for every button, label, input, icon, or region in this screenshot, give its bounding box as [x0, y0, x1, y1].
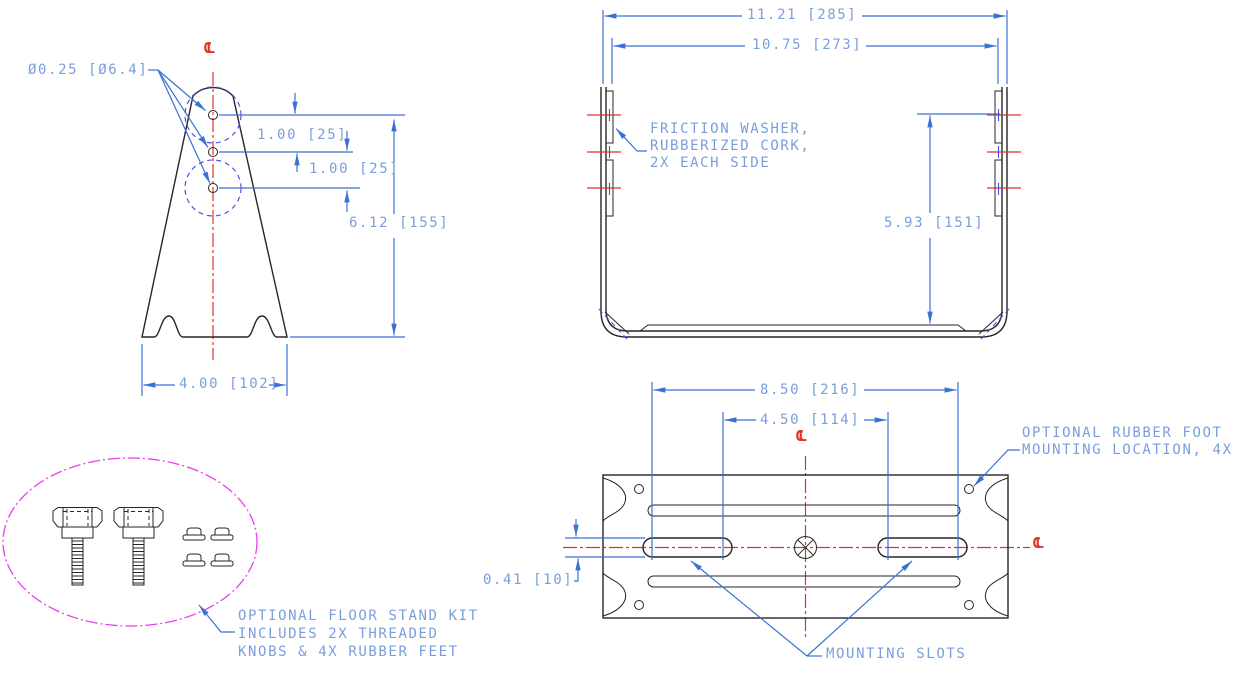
threaded-knob — [113, 507, 164, 586]
bend-phantom — [980, 308, 1010, 340]
slot-span-inner-dim: 4.50 [114] — [760, 412, 861, 428]
threaded-knob — [52, 507, 103, 586]
hole-diameter-leader — [148, 69, 211, 184]
formed-foot-profiles — [602, 477, 1009, 617]
hole-spacing-dim: 1.00 [25] — [309, 161, 400, 177]
top-view-dimension-lines — [565, 382, 959, 582]
front-view — [587, 10, 1021, 340]
channel-bottom-surface — [639, 324, 967, 332]
washer-note-line: 2X EACH SIDE — [650, 155, 771, 171]
centerline-symbol: CL — [203, 39, 215, 57]
bracket-outline — [141, 86, 288, 338]
kit-note-line: OPTIONAL FLOOR STAND KIT — [238, 608, 479, 624]
slot-span-outer-dim: 8.50 [216] — [760, 382, 861, 398]
centerline-symbol: CL — [795, 427, 807, 445]
floor-stand-kit — [2, 457, 258, 633]
overall-width-dim: 11.21 [285] — [747, 7, 858, 23]
mounting-slots — [642, 537, 968, 558]
base-width-dim: 4.00 [102] — [179, 376, 280, 392]
kit-note-line: KNOBS & 4X RUBBER FEET — [238, 644, 459, 660]
hole-spacing-dim: 1.00 [25] — [257, 127, 348, 143]
rubber-foot-leader — [973, 449, 1020, 487]
washer-note-leader — [615, 128, 647, 152]
centerline-symbol: CL — [1032, 534, 1044, 552]
kit-boundary-ellipse — [2, 457, 258, 627]
top-view — [563, 382, 1030, 657]
side-view — [141, 69, 405, 396]
side-view-dimension-lines — [141, 93, 405, 396]
channel-outer-profile — [600, 87, 1008, 338]
washer-note-line: FRICTION WASHER, — [650, 121, 811, 137]
rubber-feet — [182, 527, 234, 567]
washer-note-line: RUBBERIZED CORK, — [650, 138, 811, 154]
rubber-foot-holes — [634, 484, 974, 610]
adjustment-slots — [647, 504, 961, 588]
mounting-holes — [208, 110, 218, 193]
center-mark — [794, 536, 817, 559]
kit-note-leader — [198, 604, 235, 633]
overall-height-dim: 6.12 [155] — [349, 215, 450, 231]
inner-width-dim: 10.75 [273] — [752, 37, 863, 53]
hole-centerline-ticks — [587, 114, 1021, 189]
hole-diameter-label: Ø0.25 [Ø6.4] — [28, 62, 149, 78]
mounting-slots-label: MOUNTING SLOTS — [826, 646, 967, 662]
rubber-foot-note-line: OPTIONAL RUBBER FOOT — [1022, 425, 1223, 441]
slot-width-dim: 0.41 [10] — [483, 572, 574, 588]
front-view-dimension-lines — [602, 10, 1008, 324]
washer-edge-marks — [608, 109, 1000, 195]
rubber-foot-note-line: MOUNTING LOCATION, 4X — [1022, 442, 1233, 458]
bend-phantom — [598, 308, 628, 340]
bend-line — [604, 311, 630, 335]
mounting-slots-leader — [690, 560, 913, 657]
bend-line — [978, 311, 1004, 335]
inner-height-dim: 5.93 [151] — [884, 215, 985, 231]
kit-note-line: INCLUDES 2X THREADED — [238, 626, 439, 642]
base-plate-outline — [602, 474, 1009, 619]
